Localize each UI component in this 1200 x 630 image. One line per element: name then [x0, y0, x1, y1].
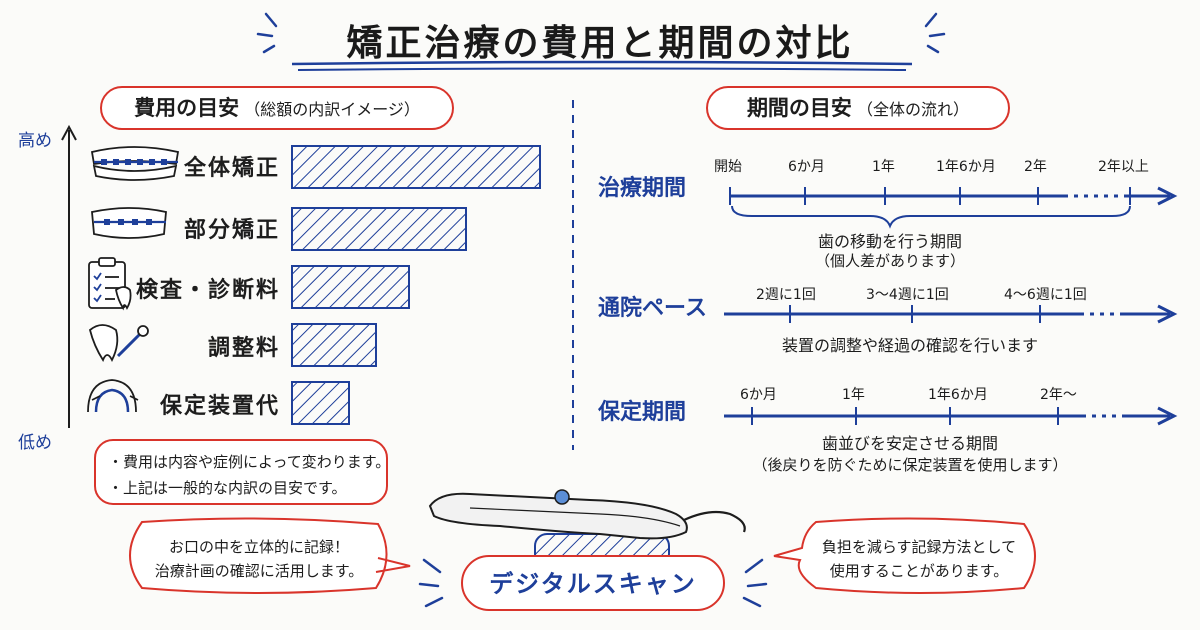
left-bubble-line-2: 治療計画の確認に活用します。: [154, 562, 364, 580]
timeline-arrowhead: [1157, 304, 1178, 324]
tick-label: 1年: [842, 387, 865, 403]
bar-label-full: 全体矯正: [183, 156, 280, 181]
cost-note-2: ・上記は一般的な内訳の目安です。: [108, 479, 347, 497]
retention-note-1: 歯並びを安定させる期間: [821, 434, 998, 453]
cost-axis: [61, 124, 77, 428]
retention-note-2: （後戻りを防ぐために保定装置を使用します）: [752, 456, 1068, 474]
left-bubble-line-1: お口の中を立体的に記録！: [168, 538, 349, 556]
bar-label-exam: 検査・診断料: [135, 278, 280, 303]
axis-low-label: 低め: [18, 433, 52, 453]
period-heading: 期間の目安 （全体の流れ）: [706, 86, 1010, 130]
tick-label: 1年6か月: [928, 387, 988, 403]
bar-label-partial: 部分矯正: [183, 218, 280, 243]
cost-bar: [291, 381, 350, 425]
scan-label: デジタルスキャン: [489, 570, 697, 598]
cost-bar: [291, 207, 467, 251]
treatment-brace: [731, 205, 1131, 229]
row-title-treatment: 治療期間: [598, 176, 687, 201]
title-underline: [291, 60, 913, 66]
clipboard-tooth-icon: [88, 257, 132, 311]
scan-label-shape: [461, 555, 725, 611]
scanner-icon: [428, 489, 746, 567]
tick-label: 開始: [714, 159, 742, 175]
notes-box-shape: [94, 439, 388, 505]
bar-label-retainer: 保定装置代: [159, 394, 280, 419]
cost-subheading: （総額の内訳イメージ）: [244, 100, 420, 119]
tick-label: 3〜4週に1回: [866, 287, 949, 303]
partial-braces-icon: [91, 207, 167, 239]
period-subheading: （全体の流れ）: [857, 100, 970, 119]
cost-note-1: ・費用は内容や症例によって変わります。: [108, 453, 391, 471]
timeline-arrowhead: [1157, 186, 1178, 206]
tooth-wrench-icon: [88, 324, 149, 363]
cost-heading-text: 費用の目安: [134, 96, 240, 120]
page-title: 矯正治療の費用と期間の対比: [346, 23, 854, 64]
timeline-arrowhead: [1157, 406, 1178, 426]
tick-label: 6か月: [740, 387, 777, 403]
right-bubble-line-1: 負担を減らす記録方法として: [821, 538, 1017, 556]
treatment-note-1: 歯の移動を行う期間: [817, 232, 962, 251]
tick-label: 4〜6週に1回: [1004, 287, 1087, 303]
cost-bar: [291, 265, 410, 309]
retainer-icon: [87, 379, 139, 413]
axis-high-label: 高め: [18, 131, 52, 151]
row-title-retention: 保定期間: [598, 400, 687, 425]
row-title-visits: 通院ペース: [598, 296, 707, 321]
tick-label: 6か月: [788, 159, 825, 175]
tick-label: 2年以上: [1098, 159, 1149, 175]
cost-bar: [291, 323, 377, 367]
title-sparkles: [256, 12, 946, 54]
cost-heading: 費用の目安 （総額の内訳イメージ）: [100, 86, 454, 130]
tick-label: 2年〜: [1040, 387, 1077, 403]
period-heading-text: 期間の目安: [746, 96, 852, 120]
left-speech-bubble-shape: [129, 517, 411, 594]
visits-note: 装置の調整や経過の確認を行います: [781, 336, 1038, 355]
cost-bar: [291, 145, 541, 189]
full-braces-icon: [90, 146, 180, 181]
tick-label: 1年: [872, 159, 895, 175]
right-speech-bubble-shape: [773, 517, 1036, 594]
tick-label: 2年: [1024, 159, 1047, 175]
bar-label-adjust: 調整料: [207, 336, 280, 361]
tick-label: 2週に1回: [756, 287, 816, 303]
tick-label: 1年6か月: [936, 159, 996, 175]
right-bubble-line-2: 使用することがあります。: [829, 562, 1009, 580]
treatment-note-2: （個人差があります）: [814, 252, 965, 270]
